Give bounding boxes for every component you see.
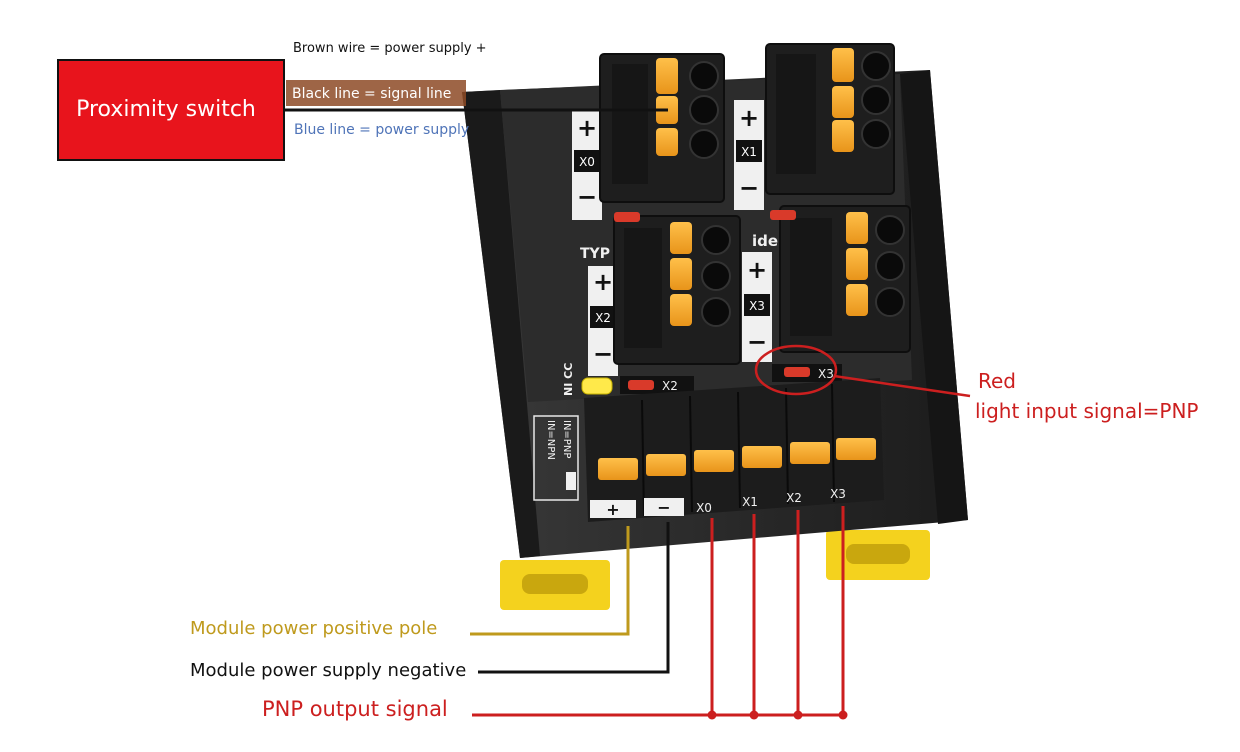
- led-power: [581, 377, 613, 395]
- proximity-switch-box: [57, 59, 285, 161]
- sensor-label-x0: X0: [579, 155, 595, 169]
- bottom-label-x3: X3: [830, 487, 846, 501]
- black-wire-label: Black line = signal line: [292, 86, 451, 102]
- x0-minus-label: −: [577, 183, 597, 211]
- mode-label-npn: IN=NPN: [545, 420, 556, 460]
- power-negative-label: Module power supply negative: [190, 660, 466, 681]
- red-callout-title: Red: [978, 369, 1016, 393]
- led-tag-x3: X3: [818, 367, 834, 381]
- led-x1: [770, 210, 796, 220]
- terminal-block-x1: [765, 43, 895, 195]
- bottom-plus-label: +: [606, 500, 619, 519]
- x2-plus-label: +: [593, 268, 613, 296]
- red-led-leader: [833, 374, 971, 398]
- brown-wire-label: Brown wire = power supply +: [293, 41, 487, 56]
- junction-dot: [838, 710, 848, 720]
- red-callout-detail: light input signal=PNP: [975, 399, 1199, 423]
- side-label: NI CC: [562, 363, 575, 396]
- led-x3: [784, 367, 810, 377]
- led-x0: [614, 212, 640, 222]
- terminal-block-x2: [613, 215, 741, 365]
- bottom-label-x0: X0: [696, 501, 712, 515]
- ide-label: ide: [752, 232, 778, 250]
- sensor-label-x3: X3: [749, 299, 765, 313]
- bottom-minus-label: −: [657, 498, 670, 517]
- blue-wire-label: Blue line = power supply: [294, 122, 469, 138]
- power-positive-lead: [470, 526, 630, 636]
- junction-dot: [749, 710, 759, 720]
- x1-plus-label: +: [739, 104, 759, 132]
- junction-dot: [793, 710, 803, 720]
- x3-minus-label: −: [747, 328, 767, 356]
- sensor-label-x2: X2: [595, 311, 611, 325]
- terminal-block-x3: [779, 205, 911, 353]
- junction-dot: [707, 710, 717, 720]
- led-x2: [628, 380, 654, 390]
- proximity-switch-label: Proximity switch: [76, 97, 256, 122]
- power-negative-lead: [478, 522, 670, 674]
- x1-minus-label: −: [739, 174, 759, 202]
- x0-plus-label: +: [577, 114, 597, 142]
- mode-selector-box: [533, 415, 579, 501]
- led-tag-x2: X2: [662, 379, 678, 393]
- red-led-highlight: [754, 344, 838, 396]
- io-module: + − + − + − + − X0 X1 X2 X3 TYP ide: [462, 43, 968, 610]
- x3-plus-label: +: [747, 256, 767, 284]
- pnp-output-leads: [472, 506, 848, 720]
- x2-minus-label: −: [593, 340, 613, 368]
- mode-label-pnp: IN=PNP: [561, 420, 572, 458]
- bottom-label-x1: X1: [742, 495, 758, 509]
- output-terminal-strip: [598, 383, 876, 517]
- sensor-label-x1: X1: [741, 145, 757, 159]
- bottom-label-x2: X2: [786, 491, 802, 505]
- terminal-block-x0: [599, 53, 725, 203]
- power-positive-label: Module power positive pole: [190, 618, 437, 639]
- typ-label: TYP: [580, 246, 610, 262]
- pnp-output-label: PNP output signal: [262, 697, 448, 721]
